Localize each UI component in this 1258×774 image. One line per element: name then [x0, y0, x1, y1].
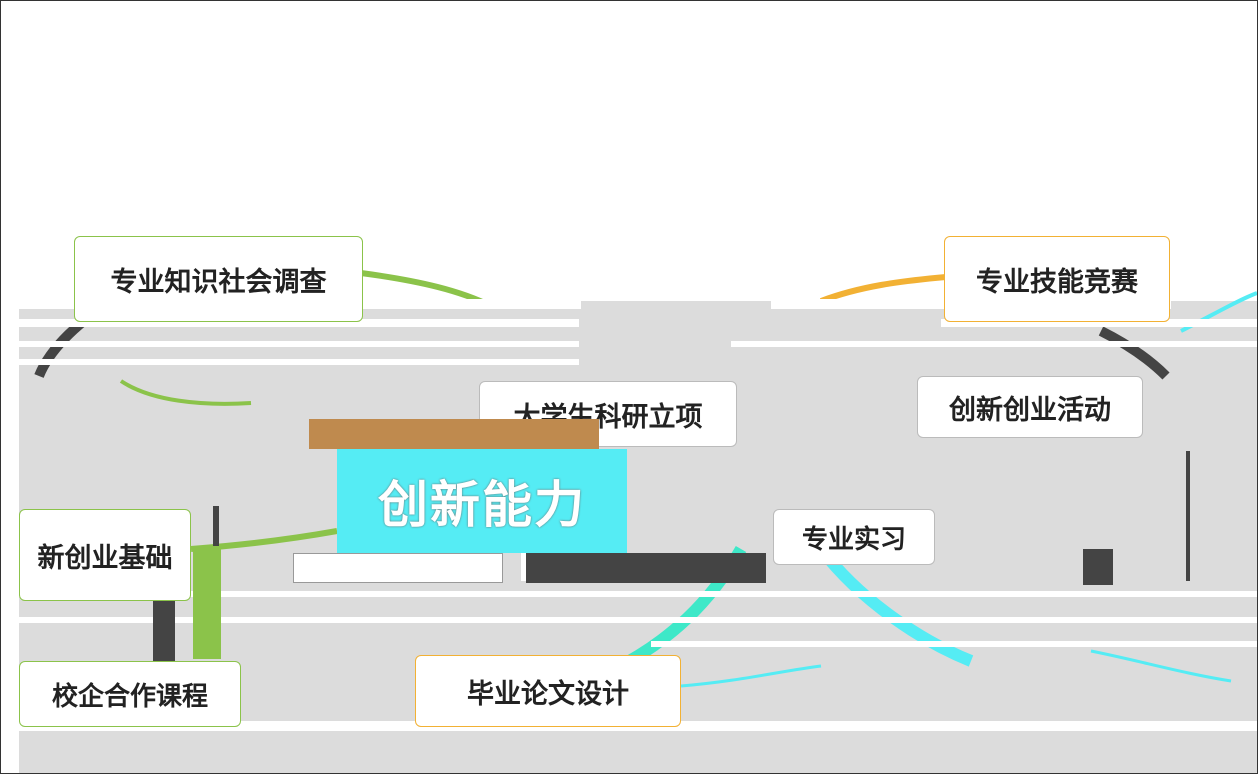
bar: [213, 506, 219, 546]
bar: [1083, 549, 1113, 585]
topic-thesis[interactable]: 毕业论文设计: [415, 655, 681, 727]
topic-contest[interactable]: 专业技能竞赛: [944, 236, 1170, 322]
center-node-tab: [309, 419, 599, 449]
band: [19, 341, 579, 347]
topic-coop[interactable]: 校企合作课程: [19, 661, 241, 727]
band: [731, 341, 1257, 347]
band: [19, 359, 579, 365]
link-contest-down: [1098, 326, 1170, 380]
topic-basics-label: 新创业基础: [37, 542, 173, 574]
center-node-label: 创新能力: [378, 476, 586, 534]
band: [19, 319, 579, 327]
topic-survey[interactable]: 专业知识社会调查: [74, 236, 363, 322]
link-research: [119, 379, 252, 406]
topic-contest-label: 专业技能竞赛: [976, 266, 1138, 298]
topic-thesis-label: 毕业论文设计: [467, 678, 629, 710]
band: [19, 617, 1257, 623]
center-node-base: [293, 553, 503, 583]
topic-internship[interactable]: 专业实习: [773, 509, 935, 565]
topic-survey-label: 专业知识社会调查: [110, 266, 327, 298]
topic-activity-label: 创新创业活动: [949, 394, 1111, 426]
link-contest: [819, 274, 947, 304]
bar: [193, 549, 221, 659]
topic-coop-label: 校企合作课程: [51, 681, 208, 712]
topic-basics[interactable]: 新创业基础: [19, 509, 191, 601]
band: [651, 641, 1257, 647]
band: [19, 591, 1257, 597]
link-right-low: [1090, 649, 1232, 683]
topic-internship-label: 专业实习: [801, 524, 906, 555]
band: [941, 319, 1257, 327]
bar: [1186, 451, 1190, 581]
link-basics: [190, 528, 338, 552]
topic-activity[interactable]: 创新创业活动: [917, 376, 1143, 438]
bar: [526, 553, 766, 583]
link-thesis: [680, 664, 822, 688]
center-node[interactable]: 创新能力: [337, 449, 627, 553]
